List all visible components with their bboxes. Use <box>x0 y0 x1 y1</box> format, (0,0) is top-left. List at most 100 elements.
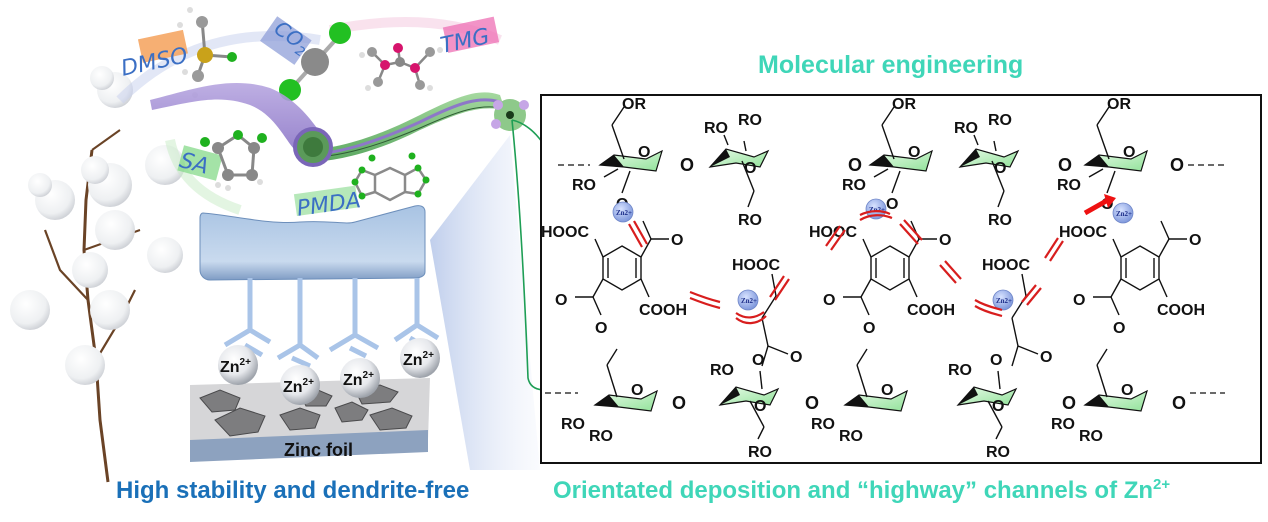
coordination-bond-mark <box>689 290 721 310</box>
bond-line <box>1158 238 1170 258</box>
bond-line <box>1096 348 1108 366</box>
ring-oxygen-label: O <box>994 160 1006 177</box>
bond-line <box>611 124 625 160</box>
migration-arrow-head <box>1104 194 1116 208</box>
zinc-foil-label: Zinc foil <box>284 440 353 460</box>
bond-line <box>771 273 777 297</box>
glycosidic-oxygen-label: O <box>1058 155 1072 175</box>
ro-label: RO <box>748 444 772 461</box>
bond-line <box>741 160 755 192</box>
cellulose-fiber-illustration <box>150 82 529 167</box>
bond-line <box>759 370 763 390</box>
bond-line <box>640 238 652 258</box>
bond-line <box>1011 317 1019 347</box>
ring-wedge <box>600 155 624 167</box>
zinc-ion-badge <box>737 289 759 311</box>
bond-line <box>997 190 1005 208</box>
ro-label: RO <box>561 416 585 433</box>
ro-label: RO <box>948 362 972 379</box>
ring-wedge <box>845 395 869 407</box>
ring-oxygen-label: O <box>992 398 1004 415</box>
ro-label: RO <box>839 428 863 445</box>
hooc-label: HOOC <box>809 224 857 241</box>
glycosidic-oxygen-label: O <box>680 155 694 175</box>
bond-line <box>997 370 1001 390</box>
ester-oxygen-label: O <box>752 352 764 369</box>
bond-line <box>1112 238 1122 258</box>
zinc-ion: Zn2+ <box>400 338 440 378</box>
bond-line <box>881 124 895 160</box>
ring-wedge <box>710 149 730 167</box>
cooh-label: COOH <box>907 302 955 319</box>
bond-line <box>995 426 1003 440</box>
zinc-ion-badge-label: Zn2+ <box>741 297 757 305</box>
cotton-boll <box>90 290 130 330</box>
bond-line <box>1017 345 1039 355</box>
cotton-boll <box>10 290 50 330</box>
glycosidic-oxygen-label: O <box>805 393 819 413</box>
carbonyl-oxygen-label: O <box>1073 292 1085 309</box>
cooh-label: COOH <box>639 302 687 319</box>
bond-line <box>603 168 619 178</box>
bond-line <box>642 220 652 240</box>
ro-label: RO <box>954 120 978 137</box>
zinc-ion: Zn2+ <box>218 345 258 385</box>
coordination-bond-mark <box>974 299 1003 318</box>
ring-wedge <box>720 387 740 405</box>
coordination-bond-mark <box>899 219 923 245</box>
bond-line <box>873 168 889 178</box>
ro-label: RO <box>738 112 762 129</box>
zinc-ion: Zn2+ <box>340 358 380 398</box>
sa-molecule-icon <box>200 130 267 191</box>
coordination-arms <box>223 278 440 369</box>
glycosidic-oxygen-label: O <box>1062 393 1076 413</box>
cotton-boll <box>72 252 108 288</box>
cooh-label: COOH <box>1157 302 1205 319</box>
right-caption: Orientated deposition and “highway” chan… <box>553 476 1170 504</box>
bond-line <box>856 364 868 398</box>
ro-label: RO <box>572 177 596 194</box>
glycosidic-oxygen-label: O <box>672 393 686 413</box>
carbonyl-oxygen-label: O <box>790 349 802 366</box>
bond-line <box>1096 124 1110 160</box>
or-label: OR <box>892 96 916 113</box>
ring-wedge <box>1085 395 1109 407</box>
ester-oxygen-label: O <box>1113 320 1125 337</box>
ester-oxygen-label: O <box>886 196 898 213</box>
bond-line <box>856 348 868 366</box>
ring-oxygen-label: O <box>631 382 643 399</box>
ro-label: RO <box>988 112 1012 129</box>
bond-line <box>1160 220 1170 240</box>
bond-line <box>767 345 789 355</box>
coordination-bond-mark <box>825 225 846 251</box>
ring-oxygen-label: O <box>744 160 756 177</box>
separator-membrane <box>199 205 426 281</box>
ro-label: RO <box>986 444 1010 461</box>
or-label: OR <box>622 96 646 113</box>
bond-line <box>743 140 747 152</box>
reagent-tmg: TMG <box>359 16 500 91</box>
carbonyl-oxygen-label: O <box>1189 232 1201 249</box>
carbonyl-oxygen-label: O <box>555 292 567 309</box>
ro-label: RO <box>1079 428 1103 445</box>
ring-oxygen-label: O <box>908 144 920 161</box>
fiber-cross-section <box>491 99 529 131</box>
zinc-ion-badge-label: Zn2+ <box>1116 210 1132 218</box>
ring-oxygen-label: O <box>1121 382 1133 399</box>
bond-line <box>621 170 631 194</box>
ring-wedge <box>1085 155 1109 167</box>
zinc-ions: Zn2+ Zn2+ Zn2+ Zn2+ <box>218 338 440 405</box>
zinc-ion-badge <box>1112 202 1134 224</box>
bond-line <box>993 140 997 152</box>
zoom-cone <box>430 135 540 470</box>
bond-line <box>1106 170 1116 194</box>
ro-label: RO <box>704 120 728 137</box>
bond-line <box>1158 278 1168 298</box>
bond-line <box>611 106 625 126</box>
svg-text:Zn2+: Zn2+ <box>220 357 251 376</box>
ro-label: RO <box>842 177 866 194</box>
ro-label: RO <box>811 416 835 433</box>
ring-oxygen-label: O <box>638 144 650 161</box>
co2-molecule-icon <box>279 22 351 101</box>
dmso-molecule-icon <box>177 7 237 98</box>
